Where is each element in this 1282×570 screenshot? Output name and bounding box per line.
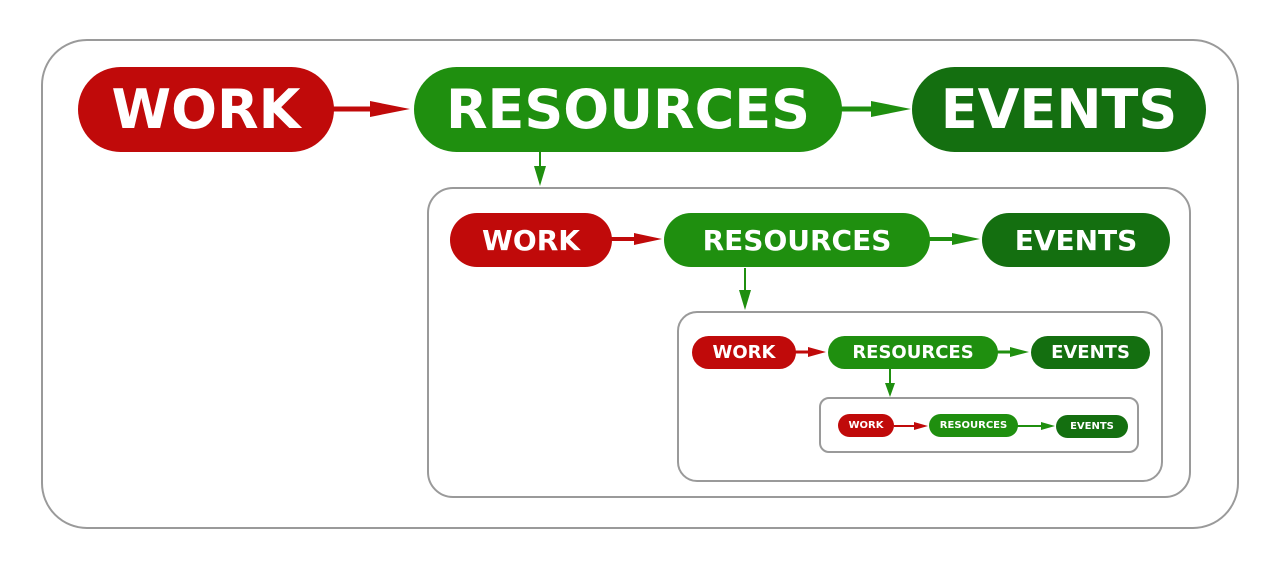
events-node: EVENTS <box>912 67 1206 152</box>
work-node: WORK <box>692 336 796 369</box>
resources-node: RESOURCES <box>414 67 842 152</box>
work-node: WORK <box>838 414 894 437</box>
events-node: EVENTS <box>982 213 1170 267</box>
resources-node: RESOURCES <box>929 414 1018 437</box>
resources-node: RESOURCES <box>828 336 998 369</box>
resources-node: RESOURCES <box>664 213 930 267</box>
work-node: WORK <box>78 67 334 152</box>
events-node: EVENTS <box>1031 336 1150 369</box>
events-node: EVENTS <box>1056 415 1128 438</box>
work-node: WORK <box>450 213 612 267</box>
